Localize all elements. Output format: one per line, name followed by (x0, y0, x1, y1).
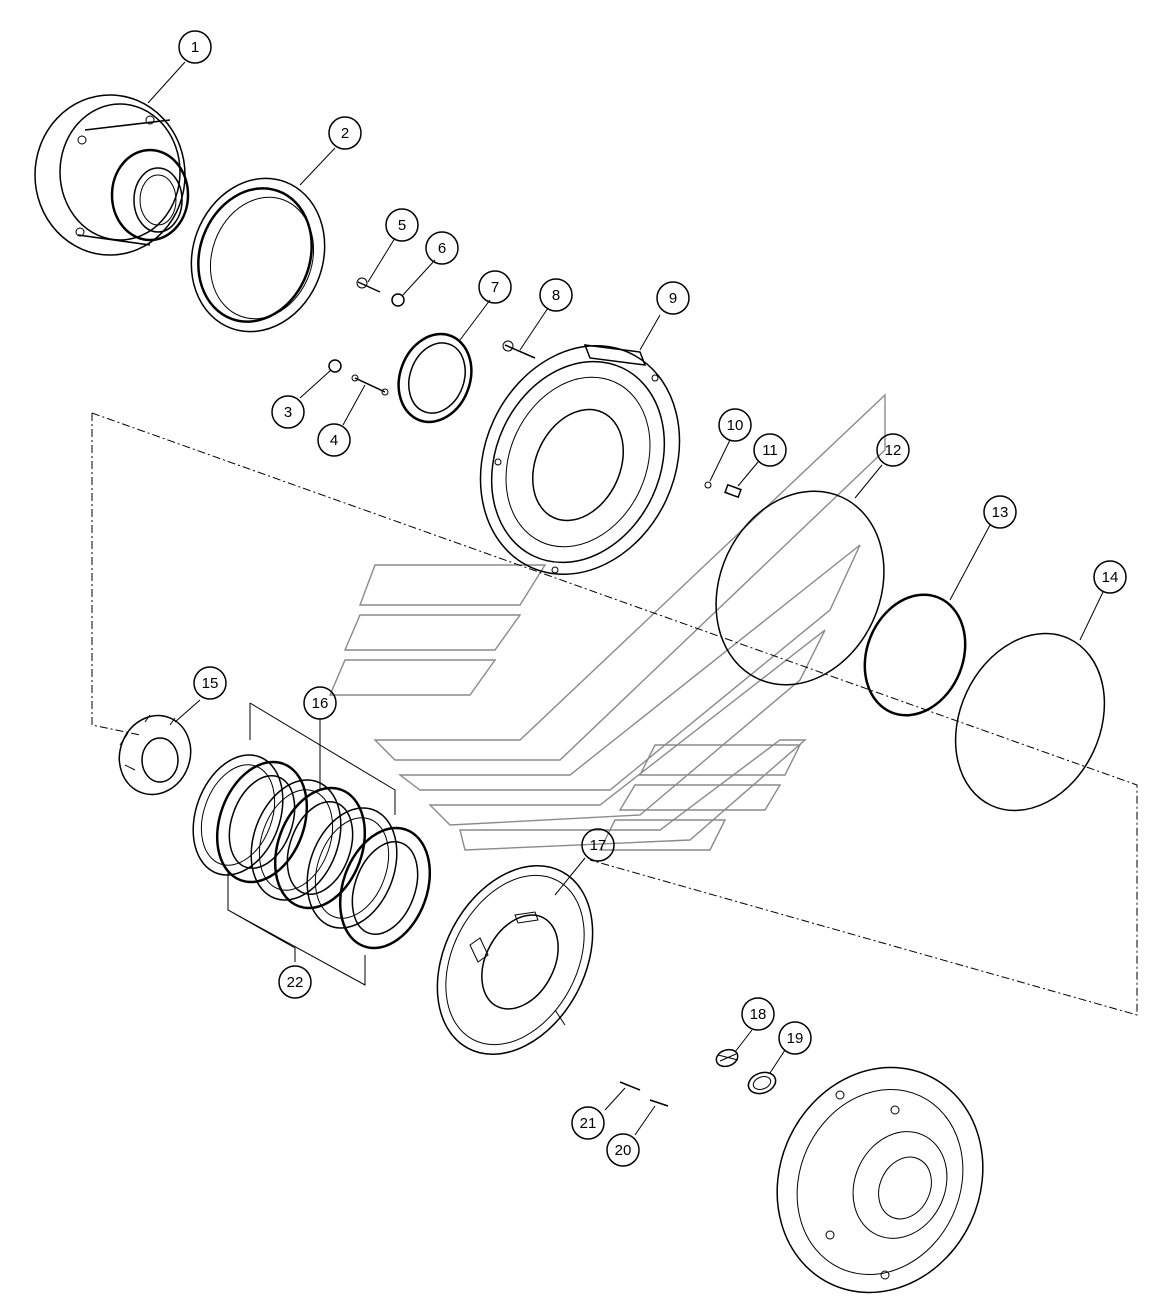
callout-22-bracket (227, 870, 366, 986)
svg-text:4: 4 (330, 432, 338, 449)
part-11-plug (724, 461, 759, 499)
part-9-pump-housing (479, 314, 681, 575)
assembly-boundary (91, 412, 1138, 1016)
callout-4: 4 (317, 423, 351, 457)
part-20-pin (634, 1099, 669, 1136)
part-3-nut (299, 359, 342, 399)
part-7-oil-seal (397, 299, 491, 424)
callout-11: 11 (753, 433, 787, 467)
part-19-spring (747, 1049, 786, 1095)
svg-text:6: 6 (438, 240, 446, 257)
watermark-logo (328, 393, 886, 851)
svg-text:2: 2 (341, 125, 349, 142)
callout-22: 22 (278, 965, 312, 999)
callout-10: 10 (718, 408, 752, 442)
part-1-hub (34, 61, 190, 256)
svg-text:15: 15 (202, 675, 219, 692)
svg-text:21: 21 (580, 1115, 597, 1132)
svg-text:5: 5 (398, 217, 406, 234)
part-21-pin (604, 1081, 641, 1111)
callout-8: 8 (539, 278, 573, 312)
svg-text:18: 18 (750, 1006, 767, 1023)
callout-20: 20 (606, 1133, 640, 1167)
callout-3: 3 (271, 395, 305, 429)
svg-text:22: 22 (287, 974, 304, 991)
svg-text:14: 14 (1102, 569, 1119, 586)
callout-13: 13 (983, 495, 1017, 529)
svg-text:7: 7 (491, 279, 499, 296)
svg-text:1: 1 (191, 39, 199, 56)
callout-16-bracket (249, 702, 396, 815)
svg-text:3: 3 (284, 404, 292, 421)
svg-text:10: 10 (727, 417, 744, 434)
svg-text:20: 20 (615, 1142, 632, 1159)
part-12-o-ring (715, 464, 885, 686)
part-10-ball (704, 439, 731, 489)
callout-21: 21 (571, 1106, 605, 1140)
callout-7: 7 (478, 270, 512, 304)
svg-text:9: 9 (669, 290, 677, 307)
callout-6: 6 (425, 231, 459, 265)
part-8-bolt (502, 307, 549, 359)
clutch-pack (192, 754, 432, 950)
callout-15: 15 (193, 666, 227, 700)
torque-converter (776, 1066, 984, 1294)
part-4-stud (342, 374, 389, 426)
part-14-seal-ring (954, 591, 1106, 812)
callout-5: 5 (385, 208, 419, 242)
part-5-bolt (356, 237, 396, 293)
callout-9: 9 (656, 281, 690, 315)
svg-text:8: 8 (552, 287, 560, 304)
callout-16: 16 (303, 686, 337, 720)
svg-text:12: 12 (885, 442, 902, 459)
part-17-backing-plate (436, 857, 594, 1055)
part-15-hub-gear (118, 699, 201, 796)
callout-2: 2 (328, 116, 362, 150)
part-18-spring (715, 1029, 753, 1068)
part-6-nut (391, 259, 436, 307)
callout-19: 19 (778, 1021, 812, 1055)
svg-text:13: 13 (992, 504, 1009, 521)
callout-12: 12 (876, 433, 910, 467)
svg-text:16: 16 (312, 695, 329, 712)
callout-18: 18 (741, 997, 775, 1031)
callout-1: 1 (178, 30, 212, 64)
svg-text:17: 17 (590, 837, 607, 854)
callout-14: 14 (1093, 560, 1127, 594)
part-2-seal (190, 147, 336, 333)
svg-text:11: 11 (762, 442, 778, 459)
part-13-snap-ring (863, 524, 991, 717)
svg-text:19: 19 (787, 1030, 804, 1047)
callout-17: 17 (581, 828, 615, 862)
